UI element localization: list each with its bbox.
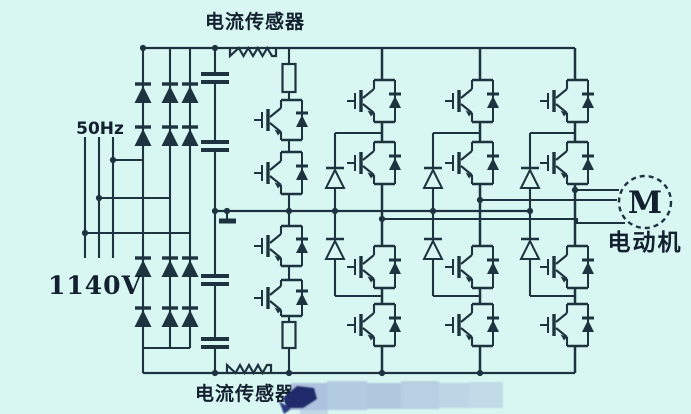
- top-current-sensor-label: 电流传感器: [205, 10, 305, 33]
- brake-chopper-leg: [254, 48, 308, 373]
- clamp-diode-columns: [324, 131, 575, 298]
- bottom-current-sensor-label: 电流传感器: [195, 382, 295, 405]
- motor-name-label: 电动机: [608, 230, 683, 256]
- inverter-igbt-legs: [347, 48, 594, 373]
- dc-bus-lines: [143, 46, 575, 375]
- junction-dots: [81, 44, 579, 377]
- motor-phase-lines: [382, 188, 625, 225]
- motor-circle: [617, 174, 673, 230]
- watermark-blur: [279, 381, 503, 414]
- motor-symbol: M 电动机: [608, 174, 683, 256]
- rectifier-diode-bridge: [134, 48, 199, 373]
- current-sensor-coils: [225, 45, 278, 376]
- dc-voltage-label: 1140V: [48, 271, 142, 300]
- grid-frequency-label: 50Hz: [76, 119, 124, 139]
- motor-letter: M: [628, 185, 662, 221]
- dc-link-capacitors: [201, 48, 229, 373]
